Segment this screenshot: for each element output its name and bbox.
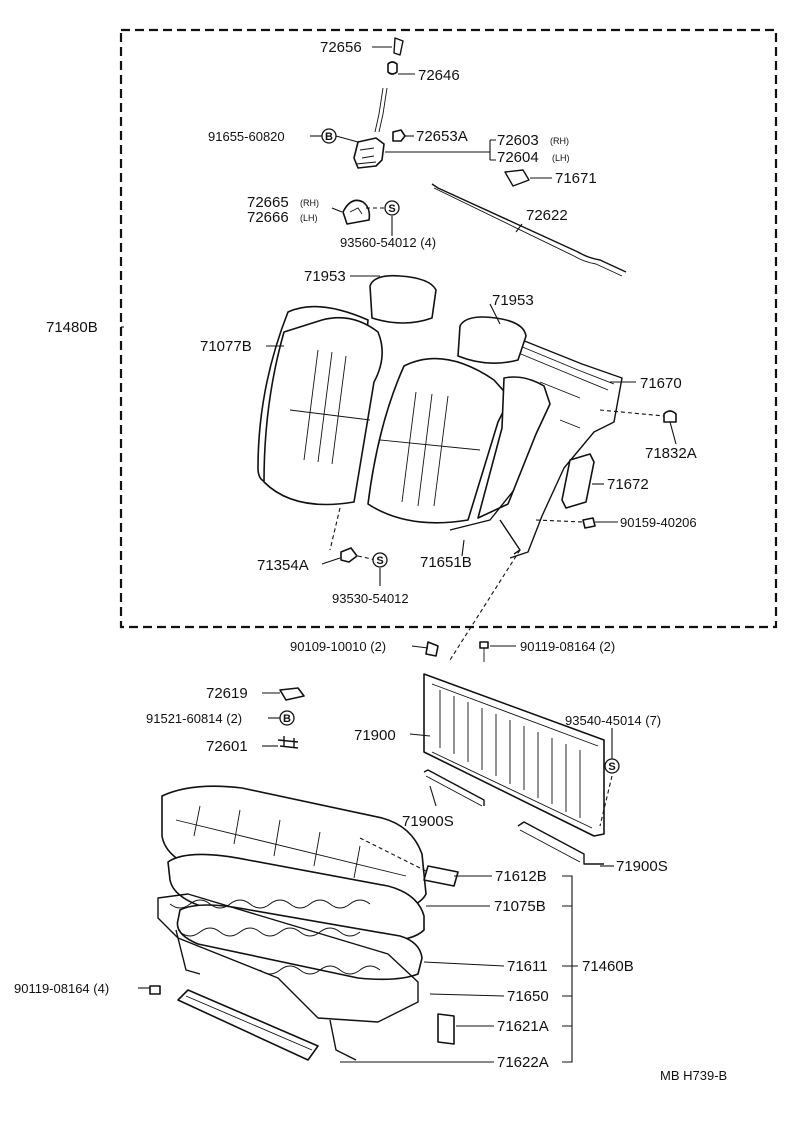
label-71621A: 71621A xyxy=(497,1018,549,1035)
label-90159-40206: 90159-40206 xyxy=(620,515,697,530)
label-71671: 71671 xyxy=(555,170,597,187)
part-labels: 72656 72646 91655-60820 72653A 72603 (RH… xyxy=(14,39,727,1083)
screw-symbol-label: S xyxy=(608,761,615,773)
seat-cushion xyxy=(161,785,427,981)
screw-symbol-1: S xyxy=(384,200,400,216)
label-71900S-left: 71900S xyxy=(402,813,454,830)
label-71670: 71670 xyxy=(640,375,682,392)
label-72619: 72619 xyxy=(206,685,248,702)
leader-lines xyxy=(121,46,677,1063)
screw-symbol-label: S xyxy=(376,555,383,567)
hook-bracket xyxy=(561,453,595,509)
cover-71612B xyxy=(423,865,459,887)
label-72666: 72666 xyxy=(247,209,289,226)
spring-frame xyxy=(157,893,419,1023)
label-71900: 71900 xyxy=(354,727,396,744)
label-72665-rh: (RH) xyxy=(300,198,319,208)
bolt-71832A xyxy=(663,410,677,423)
label-72603: 72603 xyxy=(497,132,539,149)
label-71953-left: 71953 xyxy=(304,268,346,285)
bolt-symbol-2: B xyxy=(279,710,295,726)
nut-90159 xyxy=(582,517,596,529)
label-71651B: 71651B xyxy=(420,554,472,571)
label-71953-right: 71953 xyxy=(492,292,534,309)
bolt-90119-b xyxy=(149,985,161,995)
rod-71900S-b xyxy=(517,821,604,865)
bolt-symbol-1: B xyxy=(321,128,337,144)
luggage-panel xyxy=(423,673,605,837)
bolt-symbol-label: B xyxy=(325,131,333,143)
label-71650: 71650 xyxy=(507,988,549,1005)
label-71832A: 71832A xyxy=(645,445,697,462)
label-72601: 72601 xyxy=(206,738,248,755)
bolt-90119-a xyxy=(479,641,489,649)
label-72603-rh: (RH) xyxy=(550,136,569,146)
pad-71621A xyxy=(437,1013,455,1045)
bolt-90109 xyxy=(425,641,439,657)
screws-72601 xyxy=(277,736,299,749)
strip-71622A xyxy=(177,989,319,1061)
label-72665: 72665 xyxy=(247,194,289,211)
label-91521-60814: 91521-60814 (2) xyxy=(146,711,242,726)
label-71077B: 71077B xyxy=(200,338,252,355)
label-71075B: 71075B xyxy=(494,898,546,915)
screw-symbol-3: S xyxy=(604,758,620,774)
label-90119-08164-2: 90119-08164 (2) xyxy=(520,639,615,654)
label-93530-54012: 93530-54012 xyxy=(332,591,409,606)
label-90109-10010: 90109-10010 (2) xyxy=(290,639,386,654)
seatback xyxy=(257,274,623,559)
diagram-code: MB H739-B xyxy=(660,1068,727,1083)
screw-symbol-2: S xyxy=(372,552,388,568)
label-71672: 71672 xyxy=(607,476,649,493)
label-71900S-right: 71900S xyxy=(616,858,668,875)
label-72604: 72604 xyxy=(497,149,539,166)
label-91655-60820: 91655-60820 xyxy=(208,129,285,144)
hinge-cover xyxy=(342,199,371,225)
screw-symbol-label: S xyxy=(388,203,395,215)
label-71611: 71611 xyxy=(507,958,548,975)
clip-72619 xyxy=(279,687,305,701)
label-72653A: 72653A xyxy=(416,128,468,145)
bracket-71354A xyxy=(340,547,358,563)
label-72622: 72622 xyxy=(526,207,568,224)
rod-71900S-a xyxy=(423,769,485,806)
lock-mechanism xyxy=(353,37,530,187)
label-71612B: 71612B xyxy=(495,868,547,885)
label-71622A: 71622A xyxy=(497,1054,549,1071)
label-93560-54012: 93560-54012 (4) xyxy=(340,235,436,250)
label-71354A: 71354A xyxy=(257,557,309,574)
label-93540-45014: 93540-45014 (7) xyxy=(565,713,661,728)
label-72656: 72656 xyxy=(320,39,362,56)
label-71480B: 71480B xyxy=(46,319,98,336)
label-72666-lh: (LH) xyxy=(300,213,318,223)
seatback-group-border xyxy=(119,28,778,629)
label-72646: 72646 xyxy=(418,67,460,84)
label-71460B: 71460B xyxy=(582,958,634,975)
label-72604-lh: (LH) xyxy=(552,153,570,163)
bolt-symbol-label: B xyxy=(283,713,291,725)
label-90119-08164-4: 90119-08164 (4) xyxy=(14,981,109,996)
cable-rod xyxy=(431,183,627,273)
